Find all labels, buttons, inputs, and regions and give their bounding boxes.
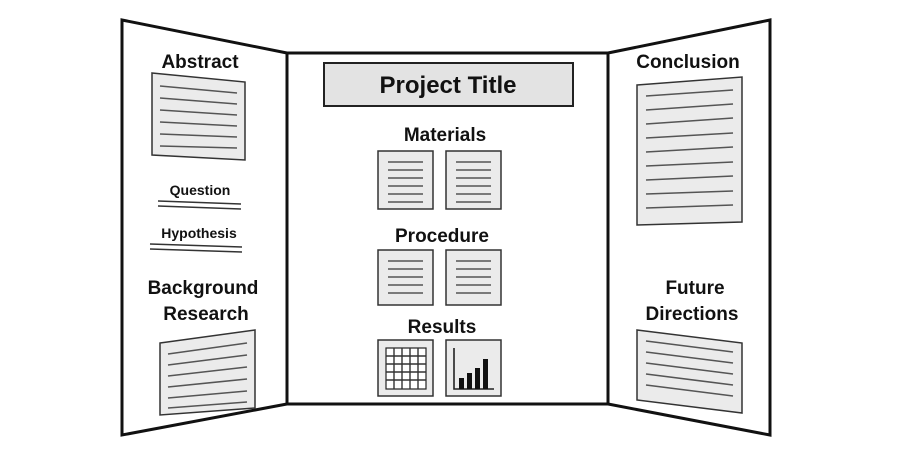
abstract-heading: Abstract: [161, 52, 239, 73]
future-directions-heading-line1: Future: [665, 278, 724, 299]
question-underline-2: [157, 205, 242, 210]
project-title: Project Title: [380, 72, 517, 99]
materials-heading: Materials: [404, 125, 486, 146]
results-heading: Results: [408, 317, 477, 338]
background-heading-line2: Research: [163, 304, 249, 325]
future-directions-document: [636, 329, 743, 414]
abstract-document: [151, 72, 246, 161]
procedure-heading: Procedure: [395, 226, 489, 247]
conclusion-document: [636, 76, 743, 226]
results-table-icon: [377, 339, 434, 397]
procedure-document-right: [445, 249, 502, 306]
future-directions-heading-line2: Directions: [646, 304, 739, 325]
hypothesis-underline-2: [149, 248, 243, 253]
results-bar-chart-icon: [445, 339, 502, 397]
background-heading-line1: Background: [148, 278, 259, 299]
procedure-document-left: [377, 249, 434, 306]
background-document: [159, 329, 256, 416]
conclusion-heading: Conclusion: [636, 52, 739, 73]
hypothesis-underline-1: [149, 243, 243, 248]
materials-document-left: [377, 150, 434, 210]
materials-document-right: [445, 150, 502, 210]
question-underline-1: [157, 200, 242, 205]
hypothesis-label: Hypothesis: [161, 225, 237, 241]
question-label: Question: [170, 182, 231, 198]
project-title-box: [323, 62, 574, 107]
